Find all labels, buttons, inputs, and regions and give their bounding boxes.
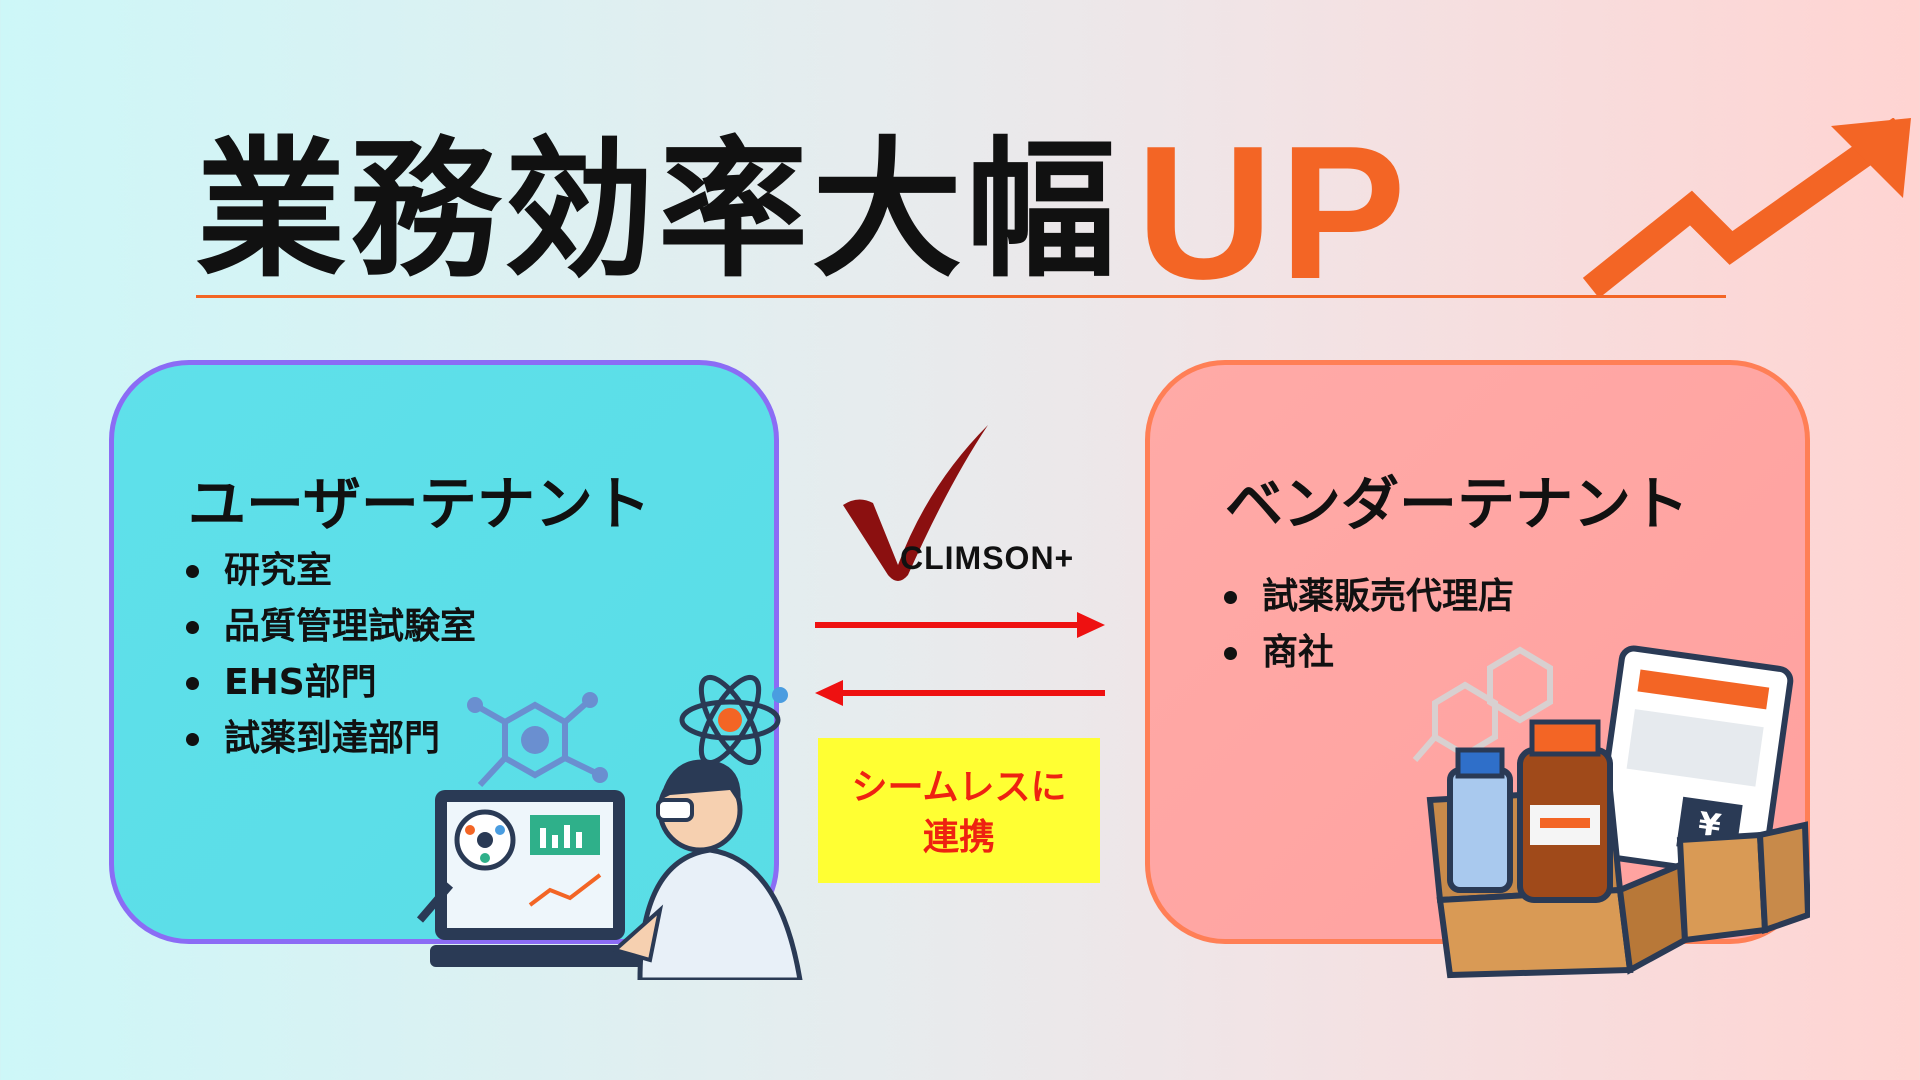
checkmark-icon <box>843 425 988 581</box>
scientist-illustration <box>416 674 803 980</box>
molecule-icon <box>467 692 608 788</box>
headline: 業務効率大幅 UP <box>196 107 1911 319</box>
list-item: EHS部門 <box>182 655 476 711</box>
trend-up-arrow-icon <box>1582 118 1911 298</box>
list-item: 試薬到達部門 <box>182 711 476 767</box>
seamless-note: シームレスに 連携 <box>818 738 1100 883</box>
list-item: 研究室 <box>182 543 476 599</box>
user-tenant-list: 研究室 品質管理試験室 EHS部門 試薬到達部門 <box>182 543 476 767</box>
list-item: 品質管理試験室 <box>182 599 476 655</box>
headline-up: UP <box>1136 107 1412 319</box>
user-tenant-title: ユーザーテナント <box>188 470 651 538</box>
arrow-right-icon <box>815 612 1105 638</box>
brand-logo: CLIMSON+ <box>900 540 1075 576</box>
vendor-goods-illustration: ¥ <box>1412 645 1810 979</box>
vendor-tenant-title: ベンダーテナント <box>1225 470 1690 538</box>
vendor-tenant-list: 試薬販売代理店 商社 <box>1220 569 1514 681</box>
arrow-left-icon <box>815 680 1105 706</box>
list-item: 試薬販売代理店 <box>1220 569 1514 625</box>
note-line2: 連携 <box>922 817 995 858</box>
note-line1: シームレスに <box>851 767 1067 808</box>
headline-text: 業務効率大幅 <box>196 124 1121 298</box>
list-item: 商社 <box>1220 625 1514 681</box>
headline-underline <box>196 295 1726 298</box>
